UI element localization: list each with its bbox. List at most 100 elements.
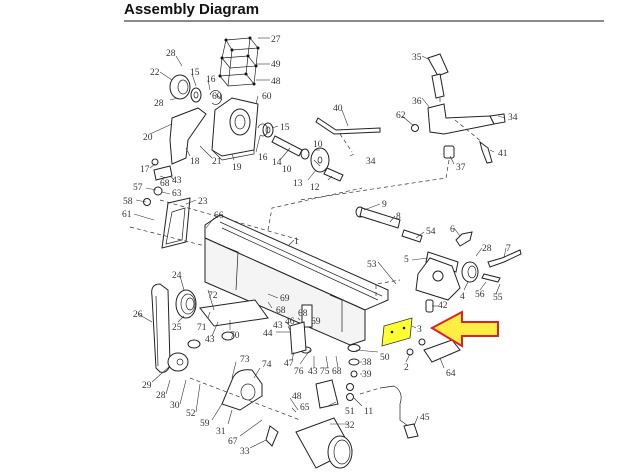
strain-relief-11b	[346, 393, 354, 401]
motor-bracket-74	[221, 369, 263, 411]
tailstock-quill	[355, 206, 423, 243]
callout-16b: 16	[258, 153, 268, 163]
callout-labels: 27 28 22 15 16 49 48 28 60 60 15 20 16 1…	[122, 35, 518, 457]
bracket-23	[161, 197, 191, 249]
callout-8: 8	[396, 212, 401, 222]
callout-28: 28	[166, 49, 176, 59]
post-42	[425, 299, 434, 313]
tool-rest-base-36	[427, 103, 506, 135]
callout-46: 46	[285, 317, 295, 327]
callout-49: 49	[271, 60, 281, 70]
callout-66: 66	[214, 211, 224, 221]
lathe-bed-1	[204, 214, 389, 354]
callout-43c: 43	[273, 321, 283, 331]
callout-68d: 68	[332, 367, 342, 377]
knob-57	[153, 186, 163, 196]
callout-69: 69	[280, 294, 290, 304]
motor-pulley-29	[167, 352, 189, 372]
callout-10b: 10	[282, 165, 292, 175]
spur-center-12	[323, 167, 344, 182]
callout-25: 25	[172, 323, 182, 333]
callout-28d: 28	[156, 391, 166, 401]
callout-11: 11	[364, 407, 373, 417]
callout-14: 14	[272, 158, 282, 168]
motor-plate-71	[199, 299, 269, 327]
washer-38	[348, 358, 360, 366]
callout-42: 42	[438, 301, 448, 311]
callout-36: 36	[412, 97, 422, 107]
callout-29: 29	[142, 381, 152, 391]
callout-52: 52	[186, 409, 196, 419]
callout-60: 60	[212, 92, 222, 102]
highlighted-part-3[interactable]	[381, 317, 413, 347]
callout-68c: 68	[298, 309, 308, 319]
callout-74: 74	[262, 360, 272, 370]
bearing-15	[190, 87, 202, 103]
clamp-block-64	[423, 339, 461, 363]
callout-55: 55	[493, 293, 503, 303]
callout-20: 20	[143, 133, 153, 143]
callout-62: 62	[396, 111, 406, 121]
spindle-14	[271, 135, 310, 160]
motor-32	[295, 417, 353, 469]
callout-68: 68	[160, 179, 170, 189]
callout-44: 44	[263, 329, 273, 339]
page-title: Assembly Diagram	[124, 1, 260, 18]
switch-47	[289, 321, 307, 355]
screw-2	[406, 338, 426, 356]
belt-guard-20	[169, 107, 207, 165]
callout-9: 9	[382, 200, 387, 210]
bolt-rack-assembly	[218, 36, 260, 87]
callout-24: 24	[172, 271, 182, 281]
switch-box-51	[315, 379, 339, 409]
retaining-ring-16	[209, 90, 222, 105]
callout-43d: 43	[308, 367, 318, 377]
callout-39: 39	[362, 370, 372, 380]
callout-71: 71	[197, 323, 207, 333]
callout-43b: 43	[205, 335, 215, 345]
callout-10: 10	[313, 140, 323, 150]
callout-7: 7	[506, 244, 511, 254]
handwheel-4	[461, 261, 479, 283]
washer-62	[411, 124, 419, 132]
callout-68b: 68	[276, 306, 286, 316]
callout-27: 27	[271, 35, 281, 45]
tailstock-5	[415, 251, 461, 301]
callout-32: 32	[345, 421, 355, 431]
callout-1: 1	[294, 237, 299, 247]
drive-belt-26	[151, 283, 171, 373]
knob-58	[143, 198, 151, 206]
callout-37: 37	[456, 163, 466, 173]
callout-17: 17	[140, 165, 150, 175]
small-bracket-68	[151, 158, 173, 181]
callout-2: 2	[404, 363, 409, 373]
callout-75: 75	[320, 367, 330, 377]
callout-56: 56	[475, 290, 485, 300]
callout-50: 50	[380, 353, 390, 363]
strain-relief-11a	[346, 383, 354, 391]
callout-38: 38	[362, 358, 372, 368]
callout-34: 34	[508, 113, 518, 123]
callout-12: 12	[310, 183, 320, 193]
title-divider	[124, 20, 604, 22]
handle-41	[479, 140, 493, 164]
callout-4: 4	[460, 292, 465, 302]
callout-15: 15	[190, 68, 200, 78]
callout-76: 76	[294, 367, 304, 377]
callout-5: 5	[404, 255, 409, 265]
sleeve-37	[443, 145, 455, 159]
live-center-7	[487, 249, 522, 268]
callout-59: 59	[200, 419, 210, 429]
plug-45	[403, 423, 419, 439]
foot-70	[221, 331, 235, 341]
callout-40: 40	[333, 104, 343, 114]
callout-18: 18	[190, 157, 200, 167]
callout-69b: 69	[311, 317, 321, 327]
retaining-ring-16b	[257, 123, 269, 137]
pulley-22	[169, 74, 191, 100]
callout-13: 13	[293, 179, 303, 189]
tool-rest-35	[427, 53, 449, 99]
callout-48: 48	[271, 77, 281, 87]
pointer-arrow-icon	[429, 310, 499, 348]
